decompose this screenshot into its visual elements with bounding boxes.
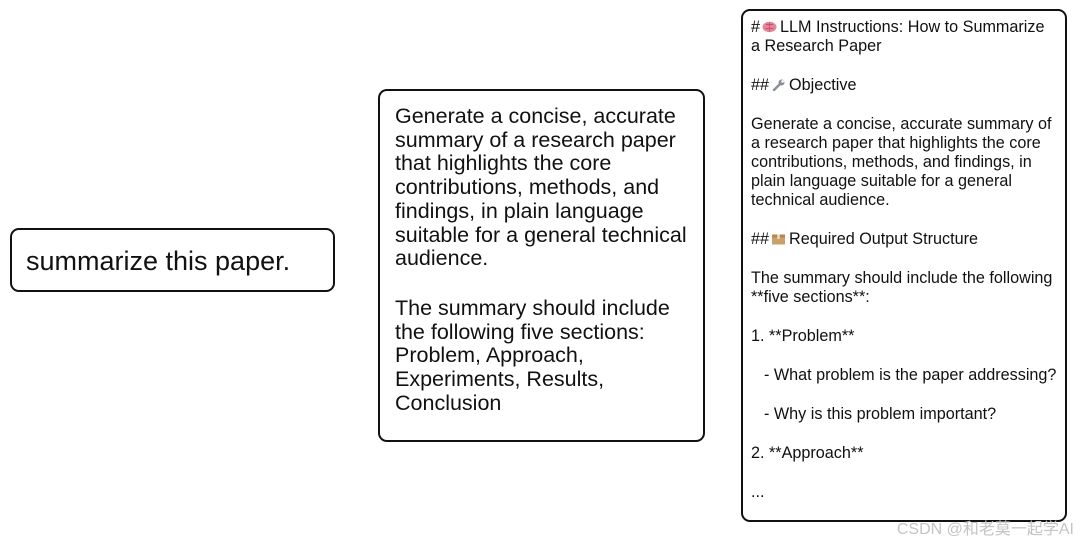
prompt-box: summarize this paper. — [10, 228, 335, 292]
instructions-heading: #LLM Instructions: How to Summarize a Re… — [751, 18, 1057, 56]
heading-text: LLM Instructions: How to Summarize a Res… — [751, 18, 1045, 55]
structure-prefix: ## — [751, 230, 770, 248]
structure-intro: The summary should include the following… — [751, 269, 1053, 306]
list-subitem-problem-addressing: - What problem is the paper addressing? — [764, 366, 1057, 384]
watermark: CSDN @和老莫一起学AI — [896, 521, 1074, 538]
list-subitem-problem-importance: - Why is this problem important? — [764, 405, 997, 423]
ellipsis: ... — [751, 483, 765, 501]
objective-prefix: ## — [751, 76, 770, 94]
description-paragraph-1: Generate a concise, accurate summary of … — [395, 104, 687, 271]
prompt-text: summarize this paper. — [26, 246, 291, 276]
list-item-problem: 1. **Problem** — [751, 327, 855, 345]
structure-heading: ## Required Output Structure — [751, 230, 1057, 249]
description-paragraph-2: The summary should include the following… — [395, 295, 670, 415]
description-box: Generate a concise, accurate summary of … — [378, 89, 705, 442]
objective-heading: ## Objective — [751, 76, 1057, 95]
objective-text: Objective — [789, 76, 857, 94]
wrench-icon — [772, 79, 785, 91]
list-item-approach: 2. **Approach** — [751, 444, 864, 462]
brain-icon — [762, 21, 777, 33]
package-icon — [772, 234, 786, 245]
heading-prefix: # — [751, 18, 761, 36]
instructions-box: #LLM Instructions: How to Summarize a Re… — [741, 9, 1067, 522]
objective-body: Generate a concise, accurate summary of … — [751, 115, 1052, 209]
structure-text: Required Output Structure — [789, 230, 978, 248]
